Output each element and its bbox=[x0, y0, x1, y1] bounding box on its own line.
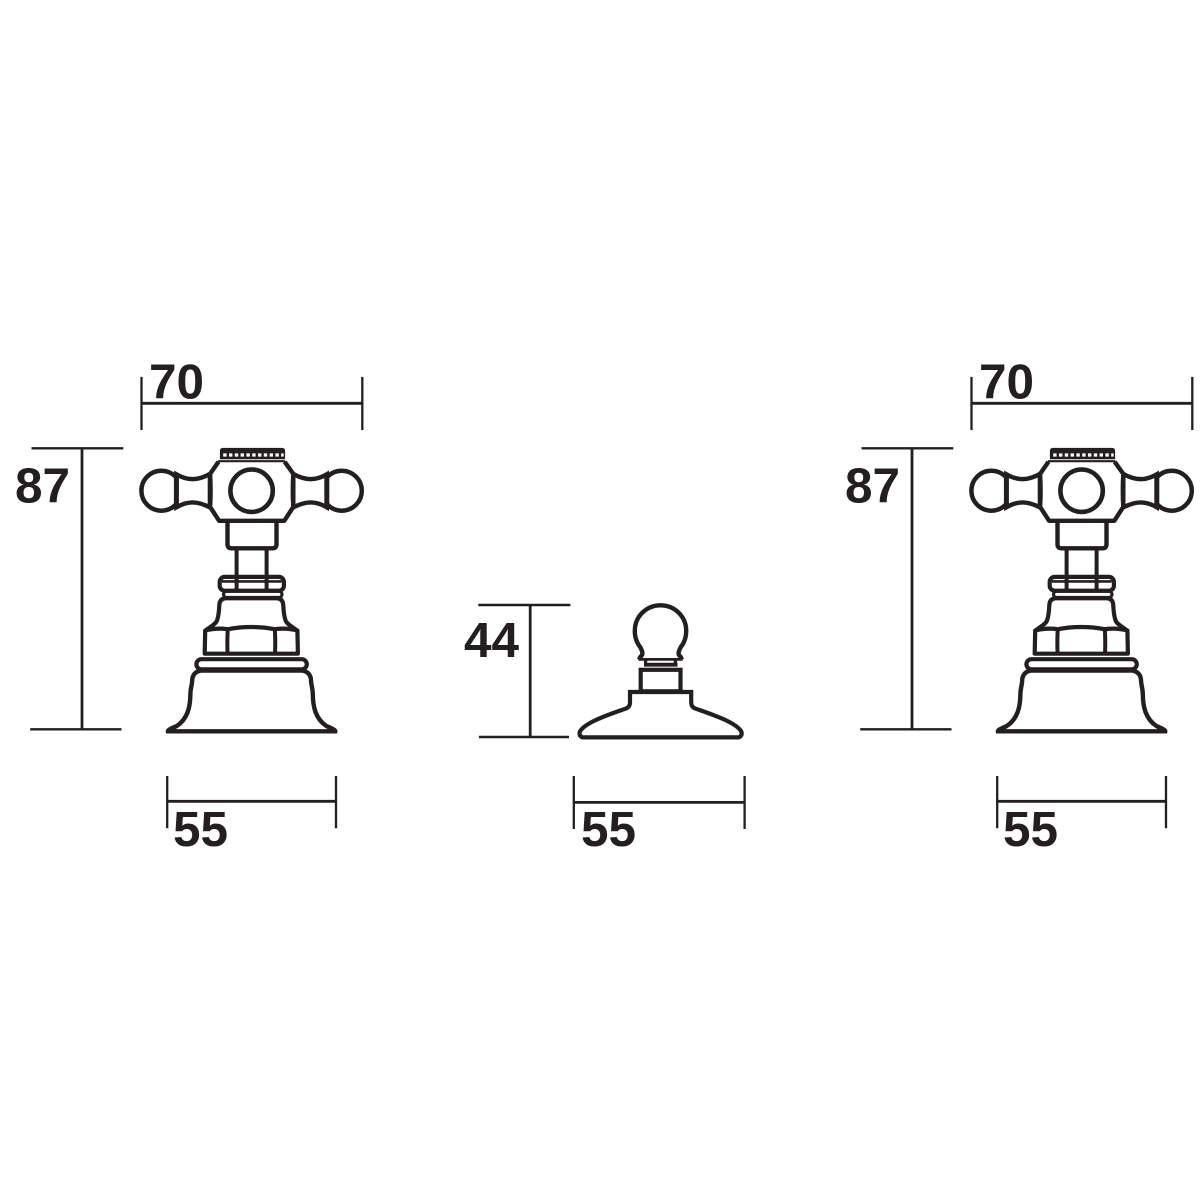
svg-text:55: 55 bbox=[581, 802, 636, 857]
svg-text:44: 44 bbox=[464, 613, 520, 668]
